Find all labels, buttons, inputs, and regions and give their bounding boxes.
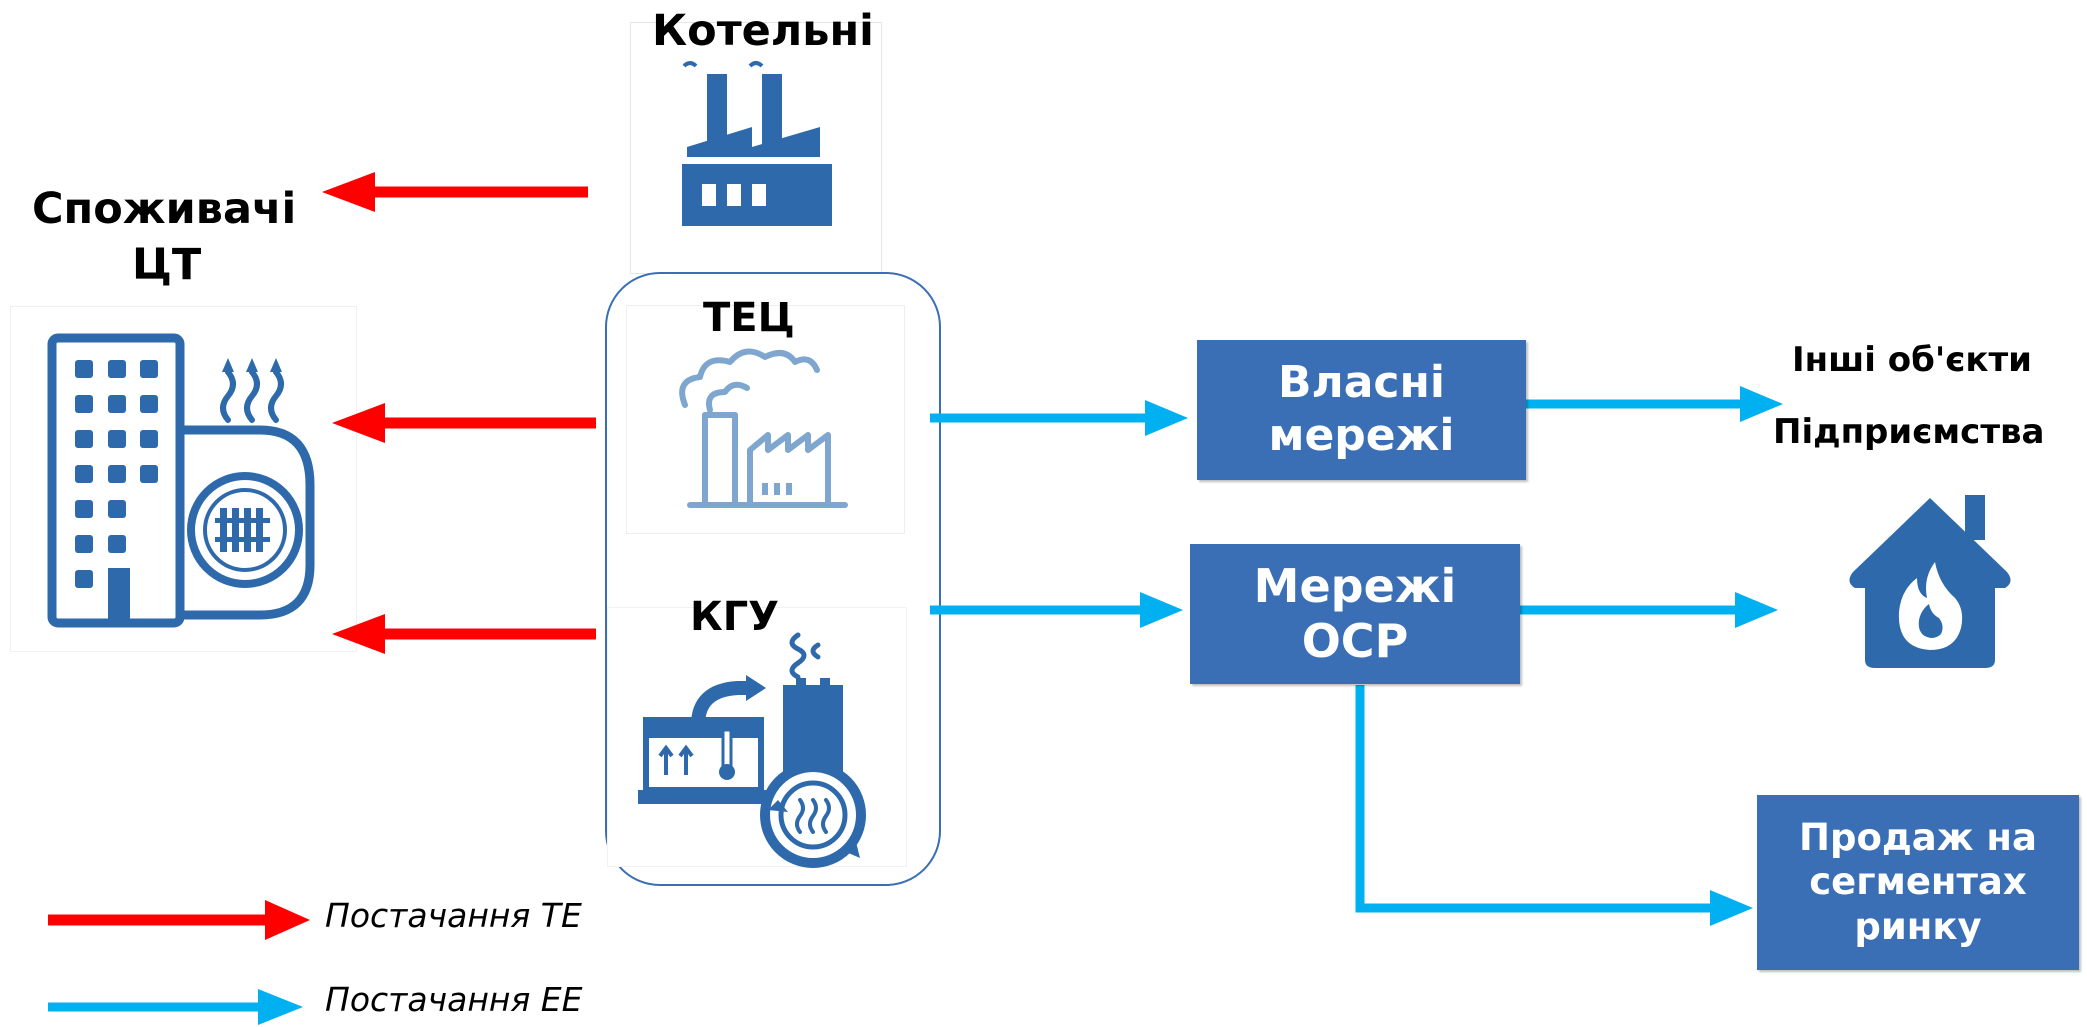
heat-arrow-boilers-to-consumers [322,172,588,212]
own-networks-line1: Власні [1277,357,1445,409]
dso-networks-box: Мережі ОСР [1190,544,1520,684]
market-sales-box: Продаж на сегментах ринку [1757,795,2079,970]
boilers-label: Котельні [652,6,874,56]
power-arrow-cgu-to-dso-networks [930,592,1183,628]
market-sales-line3: ринку [1854,904,1982,948]
legend-heat-label: Постачання ТЕ [325,896,582,935]
heat-arrow-chp-to-consumers [332,403,596,443]
own-networks-box: Власні мережі [1197,340,1526,480]
consumers-label-line2: ЦТ [132,240,202,290]
legend-power-label: Постачання ЕЕ [325,980,583,1019]
power-arrow-dso-to-market [1355,685,1753,926]
power-arrow-chp-to-own-networks [930,400,1188,436]
apartment-building-icon [47,333,315,628]
legend-power-arrow [48,989,303,1025]
power-arrow-own-networks-to-enterprise [1526,386,1783,422]
market-sales-line1: Продаж на [1799,815,2037,859]
cogeneration-unit-icon [638,632,866,868]
own-networks-line2: мережі [1268,410,1455,461]
market-sales-line2: сегментах [1809,860,2027,904]
legend-heat-arrow [48,900,310,940]
power-arrow-dso-to-enterprise [1520,592,1778,628]
factory-icon [682,61,832,226]
consumers-label-line1: Споживачі [32,184,297,234]
dso-networks-line1: Мережі [1253,558,1457,613]
house-flame-icon [1849,495,2011,668]
dso-networks-line2: ОСР [1301,614,1409,668]
heat-arrow-cgu-to-consumers [332,614,596,654]
enterprise-label: Підприємства [1773,412,2045,452]
chp-label: ТЕЦ [703,295,795,341]
chp-plant-icon [679,348,848,508]
other-objects-label: Інші об'єкти [1792,340,2033,380]
cgu-label: КГУ [690,594,780,640]
chp-panel [626,305,905,534]
